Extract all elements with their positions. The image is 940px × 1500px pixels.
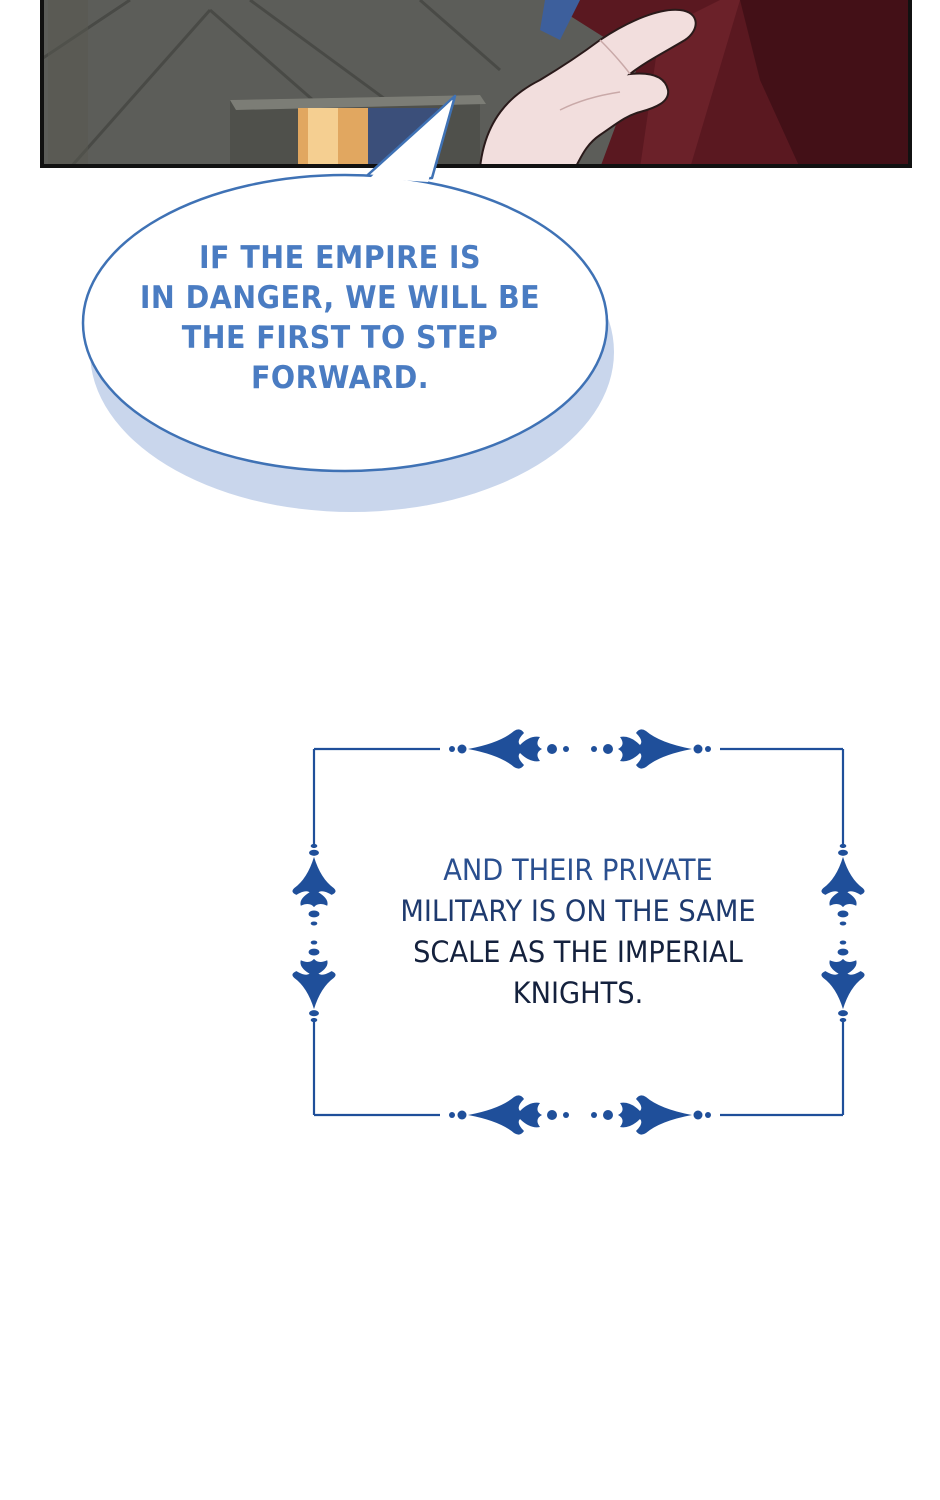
speech-line: IF THE EMPIRE IS <box>198 240 482 276</box>
frame-border <box>312 747 845 1117</box>
narration-line: KNIGHTS. <box>512 976 644 1010</box>
speech-line: IN DANGER, WE WILL BE <box>139 280 541 316</box>
speech-bubble <box>81 94 614 512</box>
narration-frame <box>292 729 865 1135</box>
speech-line: THE FIRST TO STEP <box>181 320 499 356</box>
ornament-left <box>292 843 336 1023</box>
ornament-right <box>821 843 865 1023</box>
ornament-top <box>449 729 711 769</box>
narration-line: MILITARY IS ON THE SAME <box>400 894 756 928</box>
narration-line: SCALE AS THE IMPERIAL <box>413 935 743 969</box>
narration-text: AND THEIR PRIVATE MILITARY IS ON THE SAM… <box>371 850 785 1014</box>
narration-line: AND THEIR PRIVATE <box>443 853 713 887</box>
speech-bubble-text: IF THE EMPIRE IS IN DANGER, WE WILL BE T… <box>138 238 543 398</box>
speech-line: FORWARD. <box>250 360 430 396</box>
panel-border <box>40 0 912 168</box>
hand <box>478 8 697 168</box>
speech-bubble-body <box>81 173 609 473</box>
ornament-bottom <box>449 1095 711 1135</box>
